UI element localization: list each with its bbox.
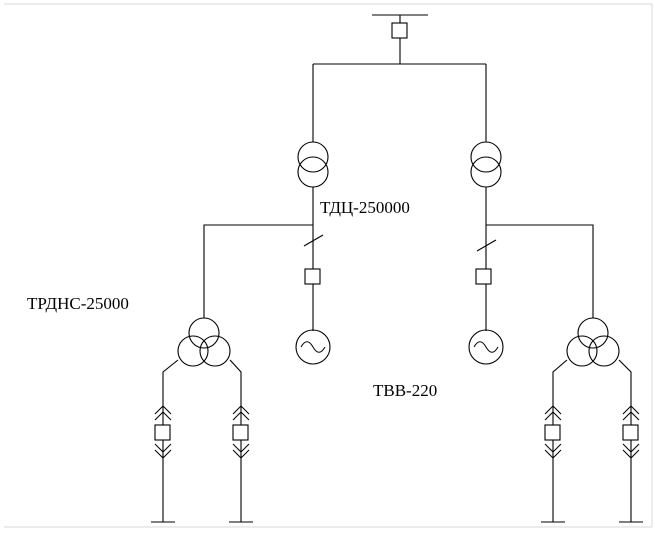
left-generator-sine — [300, 341, 326, 353]
left-aux-transformer-lv-winding-1 — [177, 335, 209, 367]
left-aux-output-2 — [229, 359, 242, 522]
aux-transformer-label: ТРДНС-25000 — [27, 294, 129, 313]
left-aux-switchgear-cell-2 — [232, 405, 250, 459]
right-aux-output-1 — [552, 359, 568, 522]
generator-label: ТВВ-220 — [373, 381, 437, 400]
left-aux-tap-line — [203, 224, 313, 318]
right-aux-switchgear-cell-2 — [622, 405, 640, 459]
left-disconnector — [303, 234, 324, 247]
right-aux-switchgear-cell-1 — [544, 405, 562, 459]
left-aux-transformer-lv-winding-2 — [199, 335, 231, 367]
right-aux-tap-line — [486, 224, 594, 318]
right-disconnector — [476, 239, 497, 252]
left-generator-icon — [295, 329, 331, 365]
top-breaker — [391, 22, 408, 39]
right-aux-transformer-lv-winding-2 — [588, 335, 620, 367]
left-aux-output-1 — [162, 359, 179, 522]
right-generator-icon — [468, 329, 504, 365]
left-main-transformer-winding-top — [297, 141, 329, 173]
right-main-transformer-winding-top — [470, 141, 502, 173]
frame-lines — [4, 3, 653, 528]
right-generator-breaker — [475, 268, 492, 285]
left-aux-branch — [151, 224, 313, 523]
main-transformer-label: ТДЦ-250000 — [320, 198, 410, 217]
right-generator-sine — [473, 341, 499, 353]
right-aux-branch — [486, 224, 643, 523]
left-main-branch — [295, 64, 331, 365]
left-aux-transformer-hv-winding — [188, 317, 220, 349]
left-generator-breaker — [304, 268, 321, 285]
top-busbar-group — [313, 14, 486, 65]
right-aux-output-2 — [618, 359, 632, 522]
right-main-branch — [468, 64, 504, 365]
right-aux-transformer-hv-winding — [577, 317, 609, 349]
right-aux-transformer-lv-winding-1 — [566, 335, 598, 367]
left-aux-switchgear-cell-1 — [154, 405, 172, 459]
